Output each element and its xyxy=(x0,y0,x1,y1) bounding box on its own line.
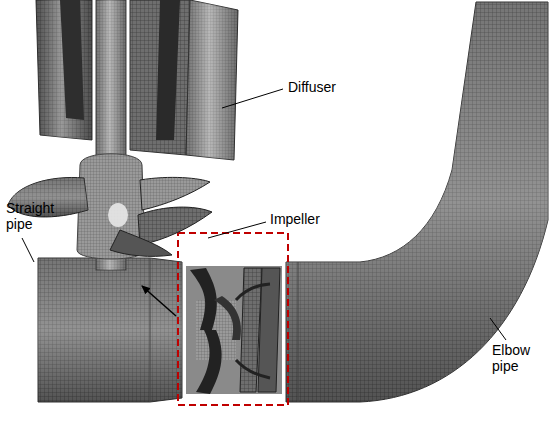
part-label: Impeller xyxy=(270,211,350,227)
part-label: Elbow pipe xyxy=(492,342,542,374)
part-label: Straight pipe xyxy=(6,200,56,232)
part-label: Diffuser xyxy=(288,79,368,95)
